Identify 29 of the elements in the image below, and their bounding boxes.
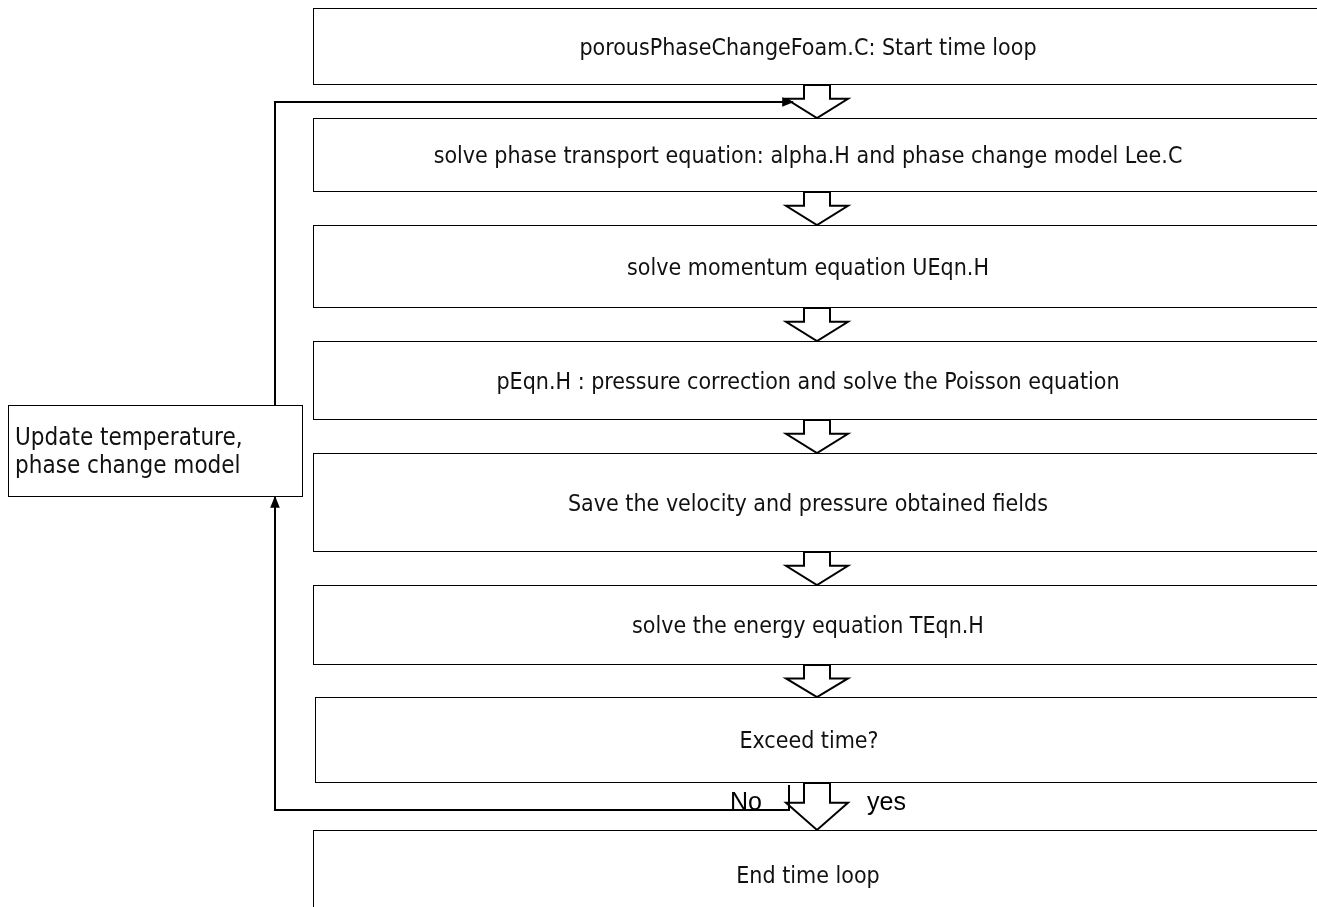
block-arrow [782,307,852,343]
node-text: End time loop [736,862,880,888]
process-box [313,118,1317,192]
block-arrow [782,551,852,587]
process-box [8,405,303,497]
edge-label: yes [867,787,906,816]
process-box [313,830,1317,907]
process-box [313,225,1317,308]
node-text: Update temperature, phase change model [15,423,244,479]
decision-box [315,697,1317,783]
node-text: porousPhaseChangeFoam.C: Start time loop [579,33,1037,60]
arrow [270,495,790,811]
process-box [313,585,1317,665]
block-arrow [783,782,851,832]
block-arrow [782,191,852,227]
block-arrow [782,84,852,120]
node-text: Exceed time? [739,727,879,753]
process-box [313,341,1317,420]
arrow [274,97,795,406]
block-arrow [782,664,852,699]
node-text: solve phase transport equation: alpha.H and phase change model Lee.C [433,142,1183,168]
node-text: Save the velocity and pressure obtained fields [568,489,1048,516]
node-text: solve the energy equation TEqn.H [632,612,984,638]
block-arrow [782,419,852,455]
node-text: pEqn.H : pressure correction and solve the Poisson equation [496,367,1120,394]
edge-label: No [730,787,762,816]
node-text: solve momentum equation UEqn.H [627,253,989,280]
process-box [313,453,1317,552]
process-box [313,8,1317,85]
